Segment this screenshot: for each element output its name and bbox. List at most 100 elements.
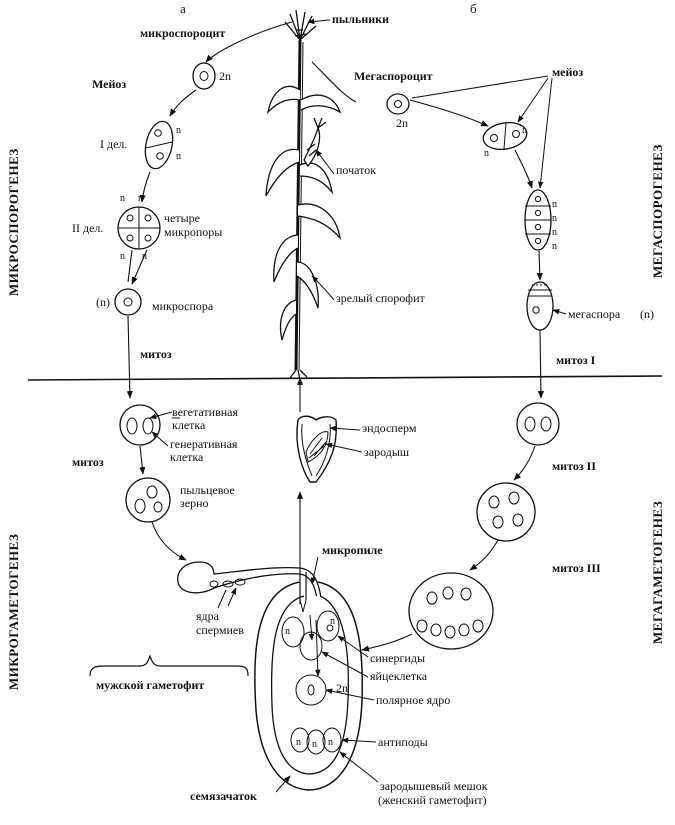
label-generative-2: клетка bbox=[170, 450, 204, 464]
title-microsporogenesis: МИКРОСПОРОГЕНЕЗ bbox=[6, 148, 21, 296]
label-embryo-sac-1: зародышевый мешок bbox=[380, 779, 488, 793]
two-nucleate-sac-icon bbox=[516, 402, 560, 446]
label-microspore: микроспора bbox=[152, 299, 214, 313]
pointer-egg-cell bbox=[321, 651, 369, 678]
pointer-meiosis-2 bbox=[517, 77, 549, 123]
label-2n-microsporocyte: 2n bbox=[219, 69, 231, 83]
label-meiosis-right: мейоз bbox=[552, 65, 584, 79]
label-anthers: пыльники bbox=[332, 12, 390, 26]
label-2n-polar: 2n bbox=[336, 681, 348, 695]
label-embryo: зародыш bbox=[364, 445, 410, 459]
label-n-antipodal-1: n bbox=[296, 737, 301, 748]
label-ovule: семязачаток bbox=[190, 789, 257, 803]
label-mitosis-left: митоз bbox=[140, 347, 172, 361]
title-megasporogenesis: МЕГАСПОРОГЕНЕЗ bbox=[650, 144, 665, 278]
four-nucleate-sac-icon bbox=[476, 482, 536, 542]
maize-plant-icon bbox=[265, 9, 342, 381]
label-four-micro-1: четыре bbox=[164, 211, 200, 225]
label-mitosis-three: митоз III bbox=[552, 561, 601, 575]
arrow-to-embryo-sac bbox=[361, 633, 413, 652]
megaspore-cell-icon bbox=[526, 281, 554, 331]
label-micropyle: микропиле bbox=[322, 543, 383, 557]
label-n-row-b: n bbox=[552, 213, 557, 224]
pointer-ovule bbox=[275, 775, 291, 793]
pointer-generative bbox=[151, 431, 169, 447]
label-megaspore: мегаспора bbox=[568, 307, 621, 321]
label-second-division: II дел. bbox=[72, 221, 104, 235]
label-vegetative-1: вегетативная bbox=[172, 405, 239, 419]
pointer-megaspore bbox=[552, 309, 567, 315]
label-mitosis-mid: митоз bbox=[72, 455, 104, 469]
label-ear: початок bbox=[336, 163, 377, 177]
panel-letter-a: а bbox=[180, 1, 186, 16]
pointer-endosperm bbox=[329, 425, 361, 432]
eight-nucleate-sac-icon bbox=[408, 572, 494, 650]
arrow-plant-to-megasporocyte bbox=[311, 61, 357, 103]
arrow-tetrad-to-megaspore bbox=[536, 250, 543, 281]
label-2n-megasporocyte: 2n bbox=[396, 116, 408, 130]
label-male-gametophyte: мужской гаметофит bbox=[96, 678, 205, 692]
arrows-tetrad-to-microspore bbox=[128, 249, 148, 284]
label-n-row-a: n bbox=[552, 199, 557, 210]
label-n-dyad-a: n bbox=[176, 125, 181, 136]
label-sperm-nuclei-2: спермиев bbox=[196, 623, 244, 637]
label-embryo-sac-2: (женский гаметофит) bbox=[378, 793, 487, 807]
label-n-synergid-left: n bbox=[285, 626, 290, 637]
pointer-meiosis-3 bbox=[537, 77, 553, 189]
label-n-antipodal-3: n bbox=[328, 737, 333, 748]
label-mitosis-one: митоз I bbox=[556, 353, 596, 367]
label-n-row-c: n bbox=[552, 227, 557, 238]
arrow-megasporocyte-to-dyad bbox=[409, 99, 489, 127]
label-n-mega-dyad-b: n bbox=[522, 125, 527, 136]
label-n-tetrad-c: n bbox=[120, 251, 125, 262]
pointer-sperm-nuclei bbox=[217, 588, 236, 609]
arrow-microspore-to-pollen-cell bbox=[126, 315, 133, 399]
megasporocyte-cell-icon bbox=[386, 93, 410, 115]
label-vegetative-2: клетка bbox=[172, 418, 206, 432]
label-sporophyte: зрелый спорофит bbox=[336, 291, 425, 305]
linear-tetrad-icon bbox=[524, 189, 552, 251]
label-n-synergid-right: n bbox=[330, 616, 335, 627]
label-n-antipodal-2: n bbox=[312, 739, 317, 750]
pollen-grain-icon bbox=[125, 477, 171, 523]
pointer-micropyle bbox=[310, 556, 319, 585]
pointer-embryo bbox=[325, 442, 363, 453]
label-sperm-nuclei-1: ядра bbox=[196, 609, 219, 623]
label-egg-cell: яйцеклетка bbox=[370, 669, 428, 683]
label-n-microspore: (n) bbox=[96, 295, 110, 309]
tetrad-cell-icon bbox=[117, 206, 161, 250]
arrow-to-eight-nucleate bbox=[469, 539, 499, 571]
pointer-embryo-sac bbox=[339, 751, 379, 783]
label-n-tetrad-d: n bbox=[142, 251, 147, 262]
binucleate-cell-icon bbox=[119, 404, 161, 446]
arrow-to-germinating-pollen bbox=[151, 521, 187, 561]
title-megagametogenesis: МЕГАГАМЕТОГЕНЕЗ bbox=[650, 500, 665, 644]
label-n-row-d: n bbox=[552, 241, 557, 252]
label-polar-nucleus: полярное ядро bbox=[376, 693, 451, 707]
label-megasporocyte: Мегаспороцит bbox=[354, 69, 433, 83]
label-antipodals: антиподы bbox=[378, 735, 428, 749]
label-first-division: I дел. bbox=[100, 137, 128, 151]
phase-divider-line bbox=[27, 375, 663, 381]
label-n-tetrad-a: n bbox=[120, 193, 125, 204]
arrow-to-four-nucleate bbox=[513, 445, 536, 481]
arrow-megaspore-down bbox=[537, 329, 544, 399]
label-four-micro-2: микропоры bbox=[164, 225, 223, 239]
label-n-tetrad-b: n bbox=[138, 193, 143, 204]
pointer-sporophyte bbox=[311, 275, 335, 301]
label-generative-1: генеративная bbox=[170, 437, 238, 451]
pointer-synergids bbox=[337, 635, 369, 658]
label-n-mega-dyad-a: n bbox=[484, 148, 489, 159]
pointer-meiosis-1 bbox=[411, 75, 549, 99]
arrow-anthers-to-microsporocyte bbox=[205, 21, 293, 63]
ovule-icon bbox=[254, 570, 364, 791]
pointer-anthers bbox=[307, 18, 331, 25]
label-synergids: синергиды bbox=[370, 651, 426, 665]
microspore-cell-icon bbox=[114, 288, 142, 316]
label-pollen-2: зерно bbox=[180, 496, 209, 510]
label-n-megaspore: (n) bbox=[640, 307, 654, 321]
mega-dyad-cell-icon bbox=[482, 121, 528, 151]
label-mitosis-two: митоз II bbox=[552, 459, 596, 473]
